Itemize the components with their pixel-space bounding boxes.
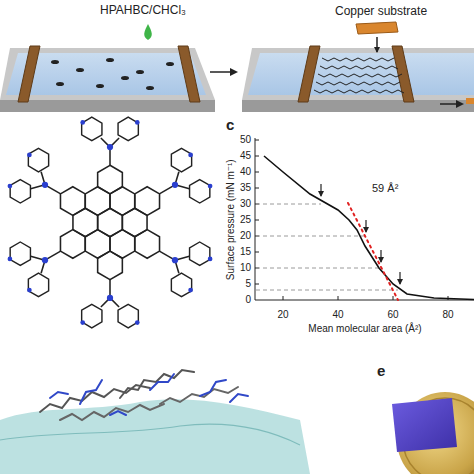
tick-label: 45 (240, 150, 251, 162)
tick-label: 0 (245, 294, 251, 306)
simulation-render (0, 370, 310, 474)
sample-photo (392, 392, 474, 474)
tick-label: 40 (240, 166, 251, 178)
tick-label: 60 (387, 309, 398, 321)
tick-label: 5 (245, 278, 251, 290)
copper-substrate (466, 98, 474, 104)
tick-label: 15 (240, 246, 251, 258)
step-arrow (440, 103, 462, 105)
tick-label: 40 (332, 309, 343, 321)
chemical-structure (8, 117, 213, 328)
tick-label: 35 (240, 182, 251, 194)
langmuir-trough (242, 22, 474, 112)
tick-label: 80 (442, 309, 453, 321)
panel-letter: c (226, 116, 234, 133)
axis-title: Mean molecular area (Å²) (308, 323, 421, 335)
axis-title: Surface pressure (mN m⁻¹) (224, 160, 236, 281)
tick-label: 10 (240, 262, 251, 274)
solution-label: HPAHBC/CHCl₃ (100, 4, 186, 18)
langmuir-trough (0, 24, 215, 112)
tick-label: 20 (277, 309, 288, 321)
step-arrow (210, 71, 236, 73)
isotherm-chart (255, 138, 474, 300)
solution-drop (144, 24, 152, 40)
substrate-label: Copper substrate (335, 5, 427, 19)
tick-label: 30 (240, 198, 251, 210)
copper-substrate (356, 22, 398, 34)
annotation: 59 Å² (372, 182, 398, 195)
panel-letter: e (377, 362, 385, 379)
tick-label: 20 (240, 230, 251, 242)
tick-label: 25 (240, 214, 251, 226)
tick-label: 50 (240, 134, 251, 146)
